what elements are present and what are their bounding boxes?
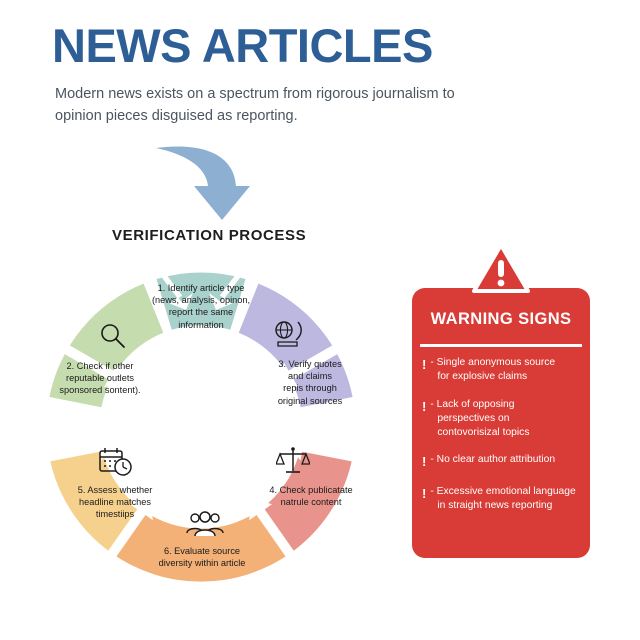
warning-list-item: ! - Lack of opposing perspectives on con…	[422, 398, 584, 440]
verification-process-donut: 1. Identify article type (news, analysis…	[36, 262, 366, 592]
exclamation-bullet-icon: !	[422, 357, 427, 372]
warning-item-2-line-3: contovorisizal topics	[437, 426, 530, 438]
exclamation-bullet-icon: !	[422, 398, 427, 414]
donut-segment-2[interactable]	[49, 283, 164, 408]
warning-item-4-line-2: in straight news reporting	[437, 499, 553, 511]
warning-item-2-line-2: perspectives on	[437, 412, 510, 424]
warning-title-divider	[420, 344, 582, 347]
warning-list-item: ! - Excessive emotional language in stra…	[422, 485, 584, 513]
warning-item-4-line-1: - Excessive emotional language	[430, 486, 576, 497]
warning-signs-panel: WARNING SIGNS ! - Single anonymous sourc…	[412, 288, 590, 558]
donut-segment-6[interactable]	[113, 510, 289, 582]
page-subtitle: Modern news exists on a spectrum from ri…	[55, 86, 455, 124]
donut-segment-1[interactable]	[156, 272, 246, 330]
warning-item-text: - Single anonymous source for explosive …	[430, 356, 555, 384]
warning-item-3-line-1: - No clear author attribution	[430, 454, 556, 466]
donut-segment-3[interactable]	[238, 283, 353, 408]
warning-item-text: - No clear author attribution	[430, 453, 555, 467]
warning-item-1-line-2: for explosive claims	[437, 370, 528, 382]
donut-segment-5[interactable]	[49, 446, 144, 555]
warning-item-text: - Lack of opposing perspectives on conto…	[430, 398, 529, 440]
donut-svg	[46, 268, 356, 582]
warning-triangle-icon	[472, 243, 530, 295]
warning-item-text: - Excessive emotional language in straig…	[430, 485, 575, 513]
warning-signs-list: ! - Single anonymous source for explosiv…	[422, 356, 584, 527]
verification-process-heading: VERIFICATION PROCESS	[112, 227, 307, 244]
warning-item-2-line-1: - Lack of opposing	[430, 398, 515, 410]
warning-signs-title: WARNING SIGNS	[430, 310, 572, 328]
warning-item-1-line-1: - Single anonymous source	[430, 357, 556, 368]
exclamation-bullet-icon: !	[422, 454, 427, 470]
curved-down-arrow-icon	[150, 140, 280, 225]
page-title: NEWS ARTICLES	[52, 19, 433, 72]
warning-list-item: ! - No clear author attribution	[422, 453, 584, 471]
donut-segment-4[interactable]	[258, 446, 353, 555]
exclamation-bullet-icon: !	[422, 486, 427, 501]
warning-list-item: ! - Single anonymous source for explosiv…	[422, 356, 584, 384]
